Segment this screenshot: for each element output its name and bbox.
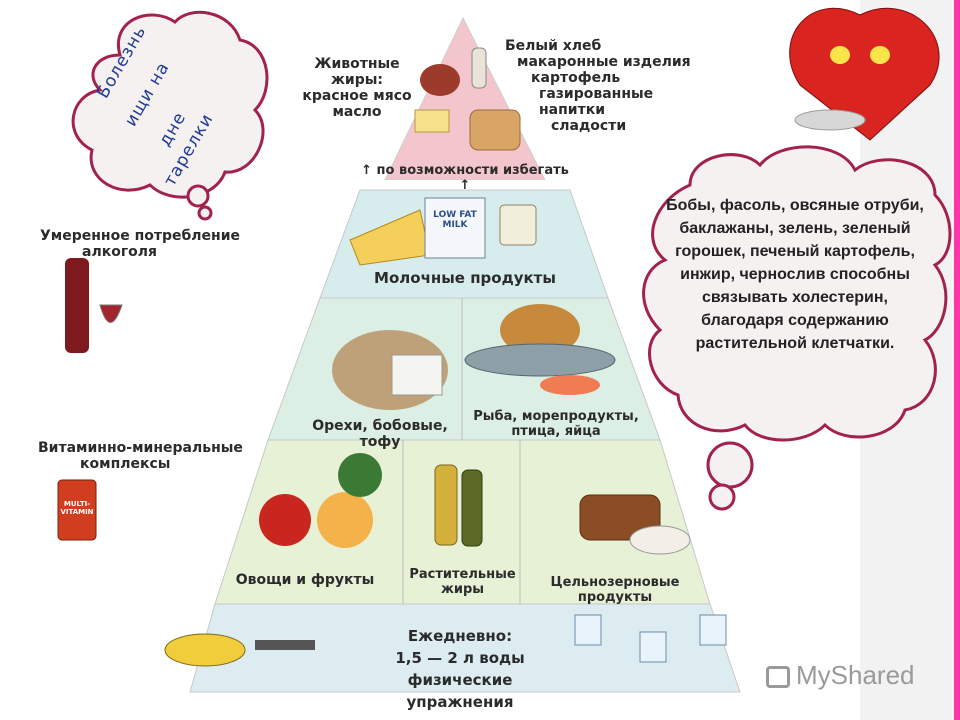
label-dairy: Молочные продукты — [374, 269, 556, 287]
label-nuts: Орехи, бобовые, тофу — [312, 418, 448, 451]
watermark-icon — [766, 666, 790, 689]
bottle-illustration — [471, 47, 487, 89]
label-alcohol: Умеренное потребление алкоголя — [40, 228, 260, 260]
thought-bubble-small — [71, 10, 269, 199]
label-refined-carbs: Белый хлеб макаронные изделия картофель … — [505, 38, 705, 135]
cloud-text: Бобы, фасоль, овсяные отруби, баклажаны,… — [666, 197, 924, 352]
label-line: 1,5 — 2 л воды — [395, 649, 525, 667]
water-glass-illustration — [699, 614, 727, 646]
label-line: картофель — [531, 70, 621, 87]
chicken-illustration — [500, 304, 580, 356]
cloud-tail-bubble — [706, 441, 754, 489]
bubble-tail-dot — [186, 184, 210, 208]
grain-bowl-illustration — [629, 525, 691, 555]
meat-illustration — [420, 64, 460, 96]
plate-illustration — [794, 109, 866, 131]
vitamin-bottle-illustration — [57, 479, 97, 541]
sneaker-illustration — [164, 633, 246, 667]
label-vegetables: Овощи и фрукты — [235, 572, 375, 588]
heart-character-illustration — [789, 7, 940, 141]
cloud-tail-bubble — [708, 483, 736, 511]
bubble-tail-dot — [197, 205, 213, 221]
watermark-text: MyShared — [796, 660, 915, 690]
apple-illustration — [259, 494, 311, 546]
bread-illustration — [469, 109, 521, 151]
label-vitamins: Витаминно-минеральные комплексы — [38, 440, 258, 472]
label-daily: Ежедневно: 1,5 — 2 л воды физические упр… — [360, 625, 560, 713]
label-line: Умеренное потребление — [40, 228, 241, 244]
milk-box-illustration — [424, 197, 486, 259]
olive-oil-illustration — [461, 469, 483, 547]
label-oils: Растительные жиры — [405, 567, 520, 598]
label-line: Животные жиры: — [314, 56, 400, 89]
water-glass-illustration — [639, 631, 667, 663]
thought-cloud-large — [642, 145, 952, 442]
cup-illustration — [499, 204, 537, 246]
label-avoid: ↑ по возможности избегать ↑ — [361, 163, 569, 193]
label-line: макаронные изделия — [517, 54, 691, 71]
bubble-small-text: Болезнь ищи на дне тарелки — [85, 22, 255, 190]
oil-bottle-illustration — [434, 464, 458, 546]
broccoli-illustration — [338, 453, 382, 497]
label-line: Ежедневно: — [407, 627, 513, 645]
label-line: Рыба, морепродукты, — [473, 409, 639, 424]
melon-illustration — [317, 492, 373, 548]
label-line: сладости — [551, 118, 627, 135]
fish-illustration — [464, 343, 616, 377]
label-grains: Цельнозерновые продукты — [550, 575, 680, 605]
salmon-illustration — [540, 375, 600, 395]
milk-box-text: LOW FAT MILK — [433, 210, 477, 231]
heart-eye — [870, 46, 890, 64]
dumbbell-illustration — [255, 640, 315, 650]
butter-illustration — [414, 109, 450, 133]
label-line: газированные напитки — [539, 86, 654, 119]
bread-loaf-illustration — [579, 494, 661, 541]
label-animal-fats: Животные жиры: красное мясо масло — [292, 56, 422, 120]
watermark: MyShared — [766, 660, 915, 691]
label-line: физические упражнения — [406, 671, 514, 711]
label-line: жиры — [440, 581, 485, 597]
heart-eye — [830, 46, 850, 64]
label-line: Белый хлеб — [505, 38, 602, 54]
wine-glass-illustration — [99, 304, 123, 323]
label-fish: Рыба, морепродукты, птица, яйца — [466, 409, 646, 440]
accent-strip — [954, 0, 960, 720]
label-line: красное мясо — [302, 88, 412, 105]
wine-bottle-illustration — [65, 258, 89, 353]
label-line: Витаминно-минеральные — [38, 440, 243, 456]
label-line: алкоголя — [82, 244, 157, 261]
label-line: птица, яйца — [511, 423, 601, 439]
label-line: масло — [332, 104, 382, 121]
water-glass-illustration — [574, 614, 602, 646]
tofu-illustration — [391, 354, 443, 396]
vitamin-bottle-text: MULTI-VITAMIN — [60, 500, 94, 517]
label-line: комплексы — [80, 456, 171, 473]
label-line: Растительные — [409, 567, 516, 582]
